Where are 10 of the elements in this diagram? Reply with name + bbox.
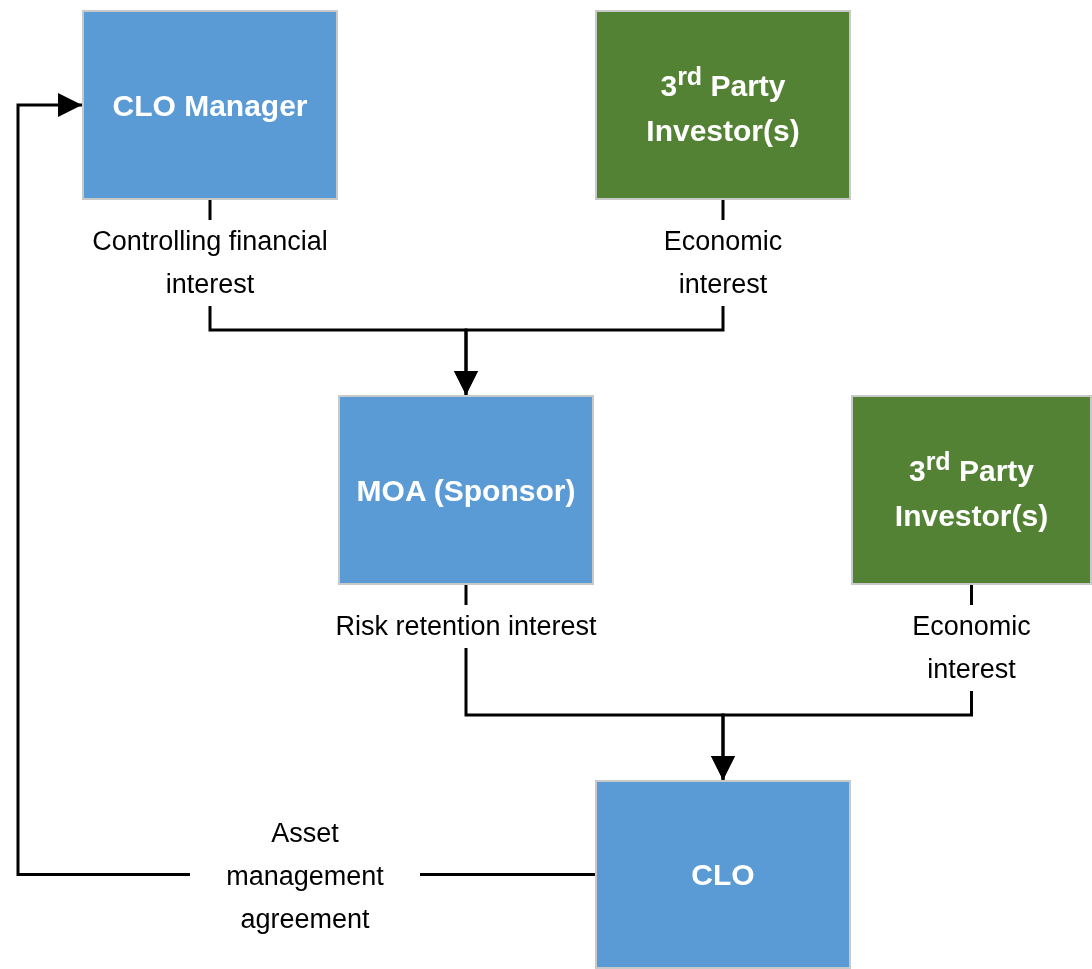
process-box <box>595 10 851 200</box>
box-label: 3$^{rd}$ Party Investor(s) <box>645 60 801 149</box>
box-label: CLO Manager <box>111 87 309 124</box>
process-box <box>851 395 1092 585</box>
box-label: MOA (Sponsor) <box>355 472 577 509</box>
box-label: CLO <box>690 857 756 893</box>
process-box <box>82 10 338 200</box>
process-box <box>595 780 851 969</box>
box-label: 3$^{rd}$ Party Investor(s) <box>893 445 1050 534</box>
process-box <box>338 395 594 585</box>
